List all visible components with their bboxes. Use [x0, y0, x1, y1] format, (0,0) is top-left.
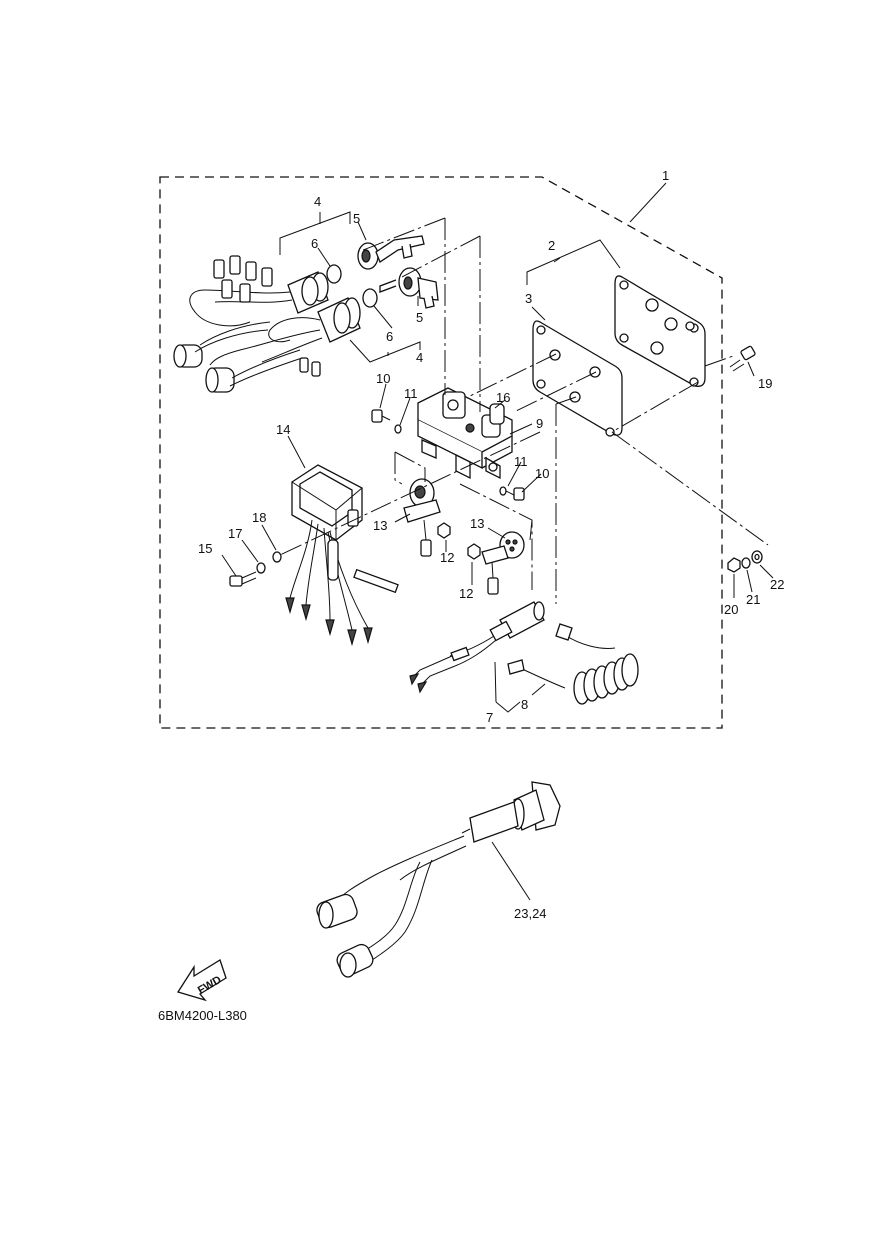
callout-2: 2: [548, 238, 555, 253]
figure-code: 6BM4200-L380: [158, 1008, 247, 1023]
seal-part-6-upper: [326, 264, 342, 284]
key-switch-harness-part-4-lower: [173, 297, 361, 393]
callout-20: 20: [724, 602, 738, 617]
callout-16: 16: [496, 390, 510, 405]
callout-5-lower: 5: [416, 310, 423, 325]
callout-labels: 1 2 3 4 4 5 5 6 6 7 8 9 10 10 11 11 12 1…: [198, 168, 784, 921]
gasket-plate-part-3: [532, 320, 623, 437]
callout-1: 1: [662, 168, 669, 183]
washer-part-11-left: [394, 424, 402, 434]
screw-part-10-right: [505, 487, 525, 501]
callout-12-upper: 12: [440, 550, 454, 565]
key-part-5-lower: [379, 267, 439, 309]
forward-direction-arrow: FWD: [176, 959, 227, 1002]
callout-4-upper: 4: [314, 194, 321, 209]
callout-12-lower: 12: [459, 586, 473, 601]
grommet-part-16: [489, 403, 505, 425]
callout-14: 14: [276, 422, 290, 437]
callout-7: 7: [486, 710, 493, 725]
control-unit-part-14: [285, 464, 399, 647]
callout-6-upper: 6: [311, 236, 318, 251]
callout-11-lower: 11: [514, 454, 528, 469]
lanyard-cord-part-8: [507, 623, 639, 705]
callout-21: 21: [746, 592, 760, 607]
leader-lines: [221, 182, 774, 901]
callout-6-lower: 6: [386, 329, 393, 344]
screw-part-15: [229, 571, 257, 587]
nut-washer-parts-20-22: [727, 550, 763, 573]
callout-10-lower: 10: [535, 466, 549, 481]
callout-13-upper: 13: [373, 518, 387, 533]
mounting-plate-part-2: [614, 275, 706, 387]
key-switch-harness-part-4-upper: [189, 255, 329, 327]
callout-11-upper: 11: [404, 386, 418, 401]
extension-harness-parts-23-24: [316, 781, 561, 978]
nut-part-12-lower: [467, 543, 481, 560]
callout-5-upper: 5: [353, 211, 360, 226]
washer-part-17: [256, 562, 266, 574]
callout-19: 19: [758, 376, 772, 391]
callout-23-24: 23,24: [514, 906, 547, 921]
callout-3: 3: [525, 291, 532, 306]
kit-boundary: [159, 176, 723, 729]
washer-part-11-right: [499, 486, 507, 496]
screw-part-10-left: [371, 409, 391, 423]
callout-22: 22: [770, 577, 784, 592]
callout-18: 18: [252, 510, 266, 525]
key-part-5-upper: [357, 235, 425, 270]
nut-part-12-upper: [437, 522, 451, 539]
callout-17: 17: [228, 526, 242, 541]
callout-9: 9: [536, 416, 543, 431]
assembly-lines: [279, 217, 769, 834]
switch-part-13-upper: [403, 478, 441, 557]
washer-part-18: [272, 551, 282, 563]
switch-housing-bracket: [417, 387, 513, 480]
harness-wrap-lines: [194, 321, 303, 387]
callout-15: 15: [198, 541, 212, 556]
seal-part-6-lower: [362, 288, 378, 308]
lanyard-switch-part-7: [409, 601, 545, 694]
callout-13-lower: 13: [470, 516, 484, 531]
callout-10-upper: 10: [376, 371, 390, 386]
callout-4-lower: 4: [416, 350, 423, 365]
switch-part-13-lower: [481, 531, 525, 595]
callout-8: 8: [521, 697, 528, 712]
screw-part-19: [729, 345, 756, 372]
